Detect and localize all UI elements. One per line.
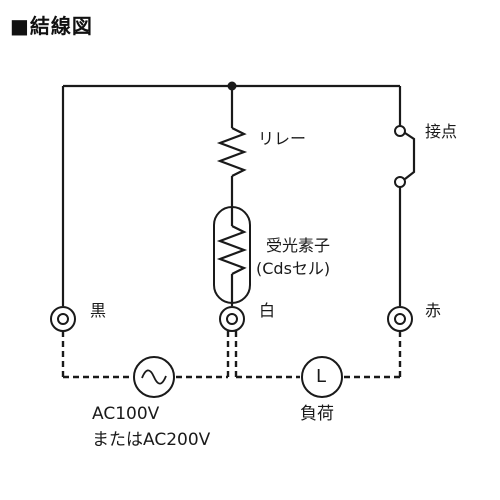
- contact-arm: [404, 132, 416, 180]
- load-symbol-letter: L: [316, 366, 327, 387]
- relay-label: リレー: [258, 129, 307, 148]
- terminal-black: [50, 306, 76, 332]
- terminal-white-label: 白: [259, 301, 276, 320]
- ac-source-symbol: [133, 356, 175, 398]
- power-label-line1: AC100V: [92, 404, 160, 424]
- terminal-black-label: 黒: [90, 301, 107, 320]
- diagram-title: ■結線図: [10, 14, 93, 38]
- power-label-line2: またはAC200V: [92, 430, 211, 450]
- light-sensor-label: 受光素子: [266, 236, 331, 255]
- terminal-red-label: 赤: [425, 301, 442, 320]
- contact-top: [394, 125, 406, 137]
- contact-bottom: [394, 176, 406, 188]
- load-symbol: [301, 356, 343, 398]
- cds-cell-resistor: [216, 225, 248, 275]
- terminal-white: [219, 306, 245, 332]
- cds-cell-label: (Cdsセル): [256, 259, 331, 278]
- terminal-red: [387, 306, 413, 332]
- relay-coil: [216, 127, 248, 177]
- contact-label: 接点: [425, 122, 458, 141]
- load-label: 負荷: [300, 404, 334, 424]
